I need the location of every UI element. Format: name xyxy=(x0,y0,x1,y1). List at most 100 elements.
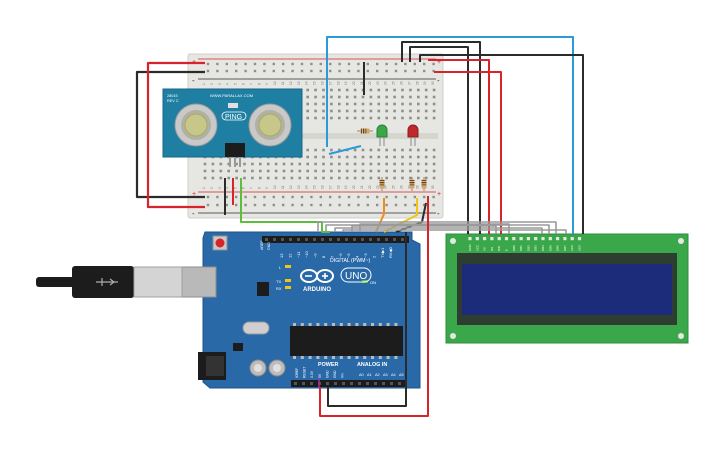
bb-col-number: 8 xyxy=(257,83,261,85)
analog-pin-label: A1 xyxy=(367,373,372,377)
green-led[interactable] xyxy=(376,124,388,146)
analog-pin-label: A5 xyxy=(399,373,404,377)
gnd-label: GND xyxy=(267,242,271,250)
bb-col-number: 28 xyxy=(415,185,419,189)
bb-col-number: 7 xyxy=(249,83,253,85)
bb-col-number: 30 xyxy=(431,81,435,85)
lcd-pin[interactable] xyxy=(577,237,582,241)
digital-pin-label: 7 xyxy=(329,255,334,258)
lcd-pin-label: GND xyxy=(468,244,472,252)
resistor-4[interactable] xyxy=(421,177,427,191)
analog-pin-label: A3 xyxy=(383,373,388,377)
lcd-pin[interactable] xyxy=(504,237,509,241)
lcd-pin[interactable] xyxy=(548,237,552,241)
rail-minus-top-right: - xyxy=(437,76,440,85)
lcd-pin-label: VCC xyxy=(475,244,479,251)
wire-black-lcd-2 xyxy=(409,46,469,234)
rail-minus-bottom: - xyxy=(192,209,195,218)
bb-col-number: 16 xyxy=(321,185,325,189)
bb-col-number: 21 xyxy=(360,185,364,189)
bb-col-number: 13 xyxy=(297,185,301,189)
bb-col-number: 20 xyxy=(352,185,356,189)
wire-red-lcd-2 xyxy=(428,59,490,234)
digital-pin-label: ~6 xyxy=(338,253,343,258)
power-pin-label: RESET xyxy=(303,367,307,378)
digital-pin-label: ~10 xyxy=(304,250,309,258)
resistor-1[interactable] xyxy=(357,128,373,134)
digital-pin-label: RX◀0 xyxy=(388,246,393,258)
sensor-part-number: 28015 xyxy=(167,94,178,98)
lcd-screen xyxy=(462,264,672,315)
lcd-pin[interactable] xyxy=(556,237,560,241)
resistor-3[interactable] xyxy=(409,177,415,191)
digital-pin-label: 12 xyxy=(287,253,292,258)
lcd-pin[interactable] xyxy=(497,237,501,241)
bb-col-number: 15 xyxy=(313,185,317,189)
usb-cable[interactable] xyxy=(36,266,183,298)
bb-col-number: 23 xyxy=(376,185,380,189)
lcd-pin[interactable] xyxy=(468,237,472,241)
bb-col-number: 18 xyxy=(336,81,340,85)
bb-col-number: 18 xyxy=(336,185,340,189)
bb-col-number: 10 xyxy=(273,185,277,189)
bb-col-number: 9 xyxy=(265,83,269,85)
lcd-pin-label: DB0 xyxy=(512,245,516,251)
lcd-pin-label: DB5 xyxy=(548,245,552,251)
lcd-pin[interactable] xyxy=(519,237,523,241)
bb-col-number: 2 xyxy=(210,83,214,85)
bb-col-number: 7 xyxy=(249,187,253,189)
wire-gray-5 xyxy=(351,225,497,234)
bb-col-number: 6 xyxy=(242,187,246,189)
lcd-pin[interactable] xyxy=(483,237,487,241)
lcd-pin[interactable] xyxy=(490,237,494,241)
ping-ultrasonic-sensor[interactable]: 28015 REV C WWW.PARALLAX.COM PING xyxy=(162,88,303,167)
bb-col-number: 21 xyxy=(360,81,364,85)
power-analog-header xyxy=(291,380,405,387)
wire-5v-left-loop xyxy=(146,61,205,209)
bb-col-number: 13 xyxy=(297,81,301,85)
lcd-pin[interactable] xyxy=(526,237,530,241)
bb-col-number: 24 xyxy=(384,81,388,85)
digital-pin-label: 4 xyxy=(355,255,360,258)
bb-col-number: 4 xyxy=(226,83,230,85)
bb-col-number: 14 xyxy=(305,81,309,85)
lcd-pin-label: DB4 xyxy=(541,245,545,251)
lcd-pin[interactable] xyxy=(512,237,516,241)
bb-col-number: 11 xyxy=(281,81,285,85)
lcd-pin-label: DB3 xyxy=(534,245,538,251)
bb-col-number: 27 xyxy=(407,185,411,189)
wire-gray-6 xyxy=(359,223,510,234)
sensor-brand: WWW.PARALLAX.COM xyxy=(210,93,253,98)
arduino-brand: ARDUINO xyxy=(303,287,331,293)
bb-col-number: 11 xyxy=(281,185,285,189)
resistor-2[interactable] xyxy=(379,177,385,191)
bb-col-number: 5 xyxy=(234,83,238,85)
bb-col-number: 17 xyxy=(328,185,332,189)
lcd-pin[interactable] xyxy=(570,237,574,241)
lcd-pin[interactable] xyxy=(475,237,479,241)
arduino-model: UNO xyxy=(345,271,367,282)
led-l-label: L xyxy=(279,265,282,270)
bb-col-number: 29 xyxy=(423,81,427,85)
red-led[interactable] xyxy=(407,124,419,146)
bb-col-number: 3 xyxy=(218,187,222,189)
lcd-pin[interactable] xyxy=(534,237,538,241)
bb-col-number: 20 xyxy=(352,81,356,85)
lcd-pin-label: V0 xyxy=(483,247,487,251)
lcd-pin[interactable] xyxy=(563,237,567,241)
digital-pin-label: ~5 xyxy=(346,253,351,258)
bb-col-number: 6 xyxy=(242,83,246,85)
bb-col-number: 10 xyxy=(273,81,277,85)
wire-blue-short xyxy=(328,145,362,155)
lcd-pin[interactable] xyxy=(541,237,545,241)
digital-pin-label: 8 xyxy=(321,255,326,258)
wire-blue-long xyxy=(326,36,574,234)
analog-pin-label: A2 xyxy=(375,373,380,377)
bb-col-number: 19 xyxy=(344,185,348,189)
